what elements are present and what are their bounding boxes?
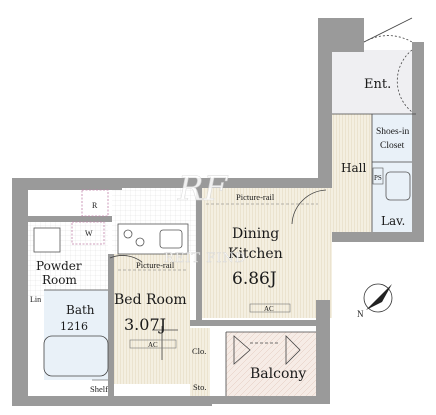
dining-kitchen-floor [196, 188, 332, 318]
label-storage: Sto. [193, 382, 206, 392]
label-dining: Dining [232, 226, 279, 242]
label-lavatory: Lav. [381, 214, 405, 228]
label-bedroom: Bed Room [114, 292, 187, 308]
bath-floor [44, 290, 108, 380]
kitchen-sink [159, 229, 183, 249]
north-arrow-letter: N [357, 309, 364, 319]
powder-sink [33, 227, 61, 253]
watermark: RF REIT FIND [164, 169, 246, 267]
north-arrow-needle [366, 284, 392, 310]
label-shoes-closet-1: Shoes-in [376, 127, 410, 137]
interior-lines [43, 17, 416, 396]
refrigerator-box [81, 189, 109, 217]
label-picture-rail-br: Picture-rail [136, 260, 175, 270]
label-kitchen: Kitchen [228, 246, 283, 262]
label-shoes-closet-2: Closet [380, 141, 405, 151]
label-refrigerator: R [92, 201, 98, 210]
label-linen: Lin [30, 295, 41, 304]
stove-burner-1 [123, 229, 133, 239]
label-balcony: Balcony [250, 366, 306, 382]
label-powder-2: Room [42, 273, 77, 287]
balcony-floor [226, 332, 316, 396]
shoes-closet-floor [372, 114, 416, 162]
stove-burner-2 [135, 237, 145, 247]
label-ac-dk: AC [264, 305, 274, 313]
watermark-text: REIT FIND [164, 251, 246, 266]
entrance-floor [332, 50, 416, 114]
watermark-logo: RF [177, 169, 229, 209]
lav-sink [385, 171, 411, 201]
hall-floor [332, 114, 372, 232]
ac-br-unit [129, 339, 177, 349]
label-entrance: Ent. [364, 77, 391, 92]
label-bedroom-area: 3.07J [124, 315, 166, 334]
fixtures [33, 167, 411, 381]
north-arrow-circle [363, 283, 393, 313]
lavatory-floor [372, 162, 416, 232]
label-ps: PS [374, 174, 382, 182]
label-dk-area: 6.86J [232, 269, 277, 289]
bedroom-floor [108, 254, 190, 384]
label-bath: Bath [66, 303, 95, 317]
label-ac-br: AC [148, 341, 158, 349]
label-closet: Clo. [192, 346, 206, 356]
washer-box [71, 221, 105, 245]
sink-counter [117, 223, 189, 255]
label-powder-1: Powder [36, 259, 82, 273]
label-washer: W [85, 229, 93, 238]
label-picture-rail-dk: Picture-rail [236, 192, 275, 202]
label-bath-size: 1216 [60, 320, 88, 333]
storage-floor [190, 328, 210, 396]
walls [12, 18, 424, 406]
ac-dk-unit [249, 303, 291, 313]
north-arrow: N [357, 283, 393, 319]
label-shelf: Shelf [90, 384, 108, 394]
label-hall: Hall [341, 161, 366, 175]
ps-box [372, 167, 384, 185]
